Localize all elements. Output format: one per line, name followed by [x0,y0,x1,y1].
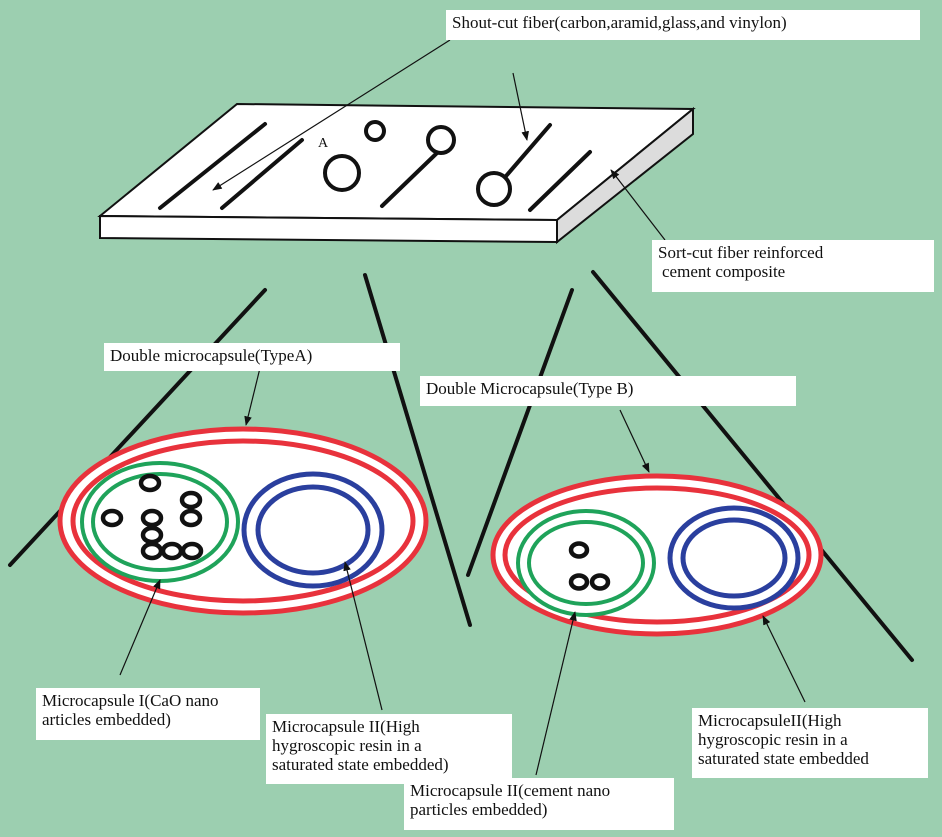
capsules-in-slab [323,120,512,207]
composite-slab [97,102,696,245]
mc2b-label-line3: saturated state embedded [698,749,869,768]
annotation-arrows [119,39,806,776]
mc1-label: Microcapsule I(CaO nano articles embedde… [36,688,260,740]
expansion-lines [8,270,914,662]
composite-label-line2: cement composite [662,262,786,281]
mc2a-label-line1: Microcapsule II(High [272,717,420,736]
mc2b-label-line2: hygroscopic resin in a [698,730,848,749]
point-a-label: A [318,136,329,151]
cao-nanoparticles [100,473,204,561]
mc1-label-line2: articles embedded) [42,710,171,729]
composite-label-line1: Sort-cut fiber reinforced [658,243,824,262]
fiber-label-text: Shout-cut fiber(carbon,aramid,glass,and … [452,13,787,32]
mc2a-label-line3: saturated state embedded) [272,755,449,774]
mc2a-label-line2: hygroscopic resin in a [272,736,422,755]
fiber-label: Shout-cut fiber(carbon,aramid,glass,and … [446,10,920,40]
mc-cement-label-line1: Microcapsule II(cement nano [410,781,611,800]
type-b-capsule [490,473,824,637]
type-b-label: Double Microcapsule(Type B) [420,376,796,406]
composite-label: Sort-cut fiber reinforced cement composi… [652,240,934,292]
mc2a-label: Microcapsule II(High hygroscopic resin i… [266,714,512,784]
type-b-label-text: Double Microcapsule(Type B) [426,379,634,398]
mc1-label-line1: Microcapsule I(CaO nano [42,691,219,710]
type-a-label: Double microcapsule(TypeA) [104,343,400,371]
type-a-label-text: Double microcapsule(TypeA) [110,346,313,365]
mc-cement-label: Microcapsule II(cement nano particles em… [404,778,674,830]
type-a-capsule [57,426,429,616]
mc-cement-label-line2: particles embedded) [410,800,548,819]
cement-nanoparticles [568,541,611,591]
mc2b-label-line1: MicrocapsuleII(High [698,711,842,730]
mc2b-label: MicrocapsuleII(High hygroscopic resin in… [692,708,928,778]
